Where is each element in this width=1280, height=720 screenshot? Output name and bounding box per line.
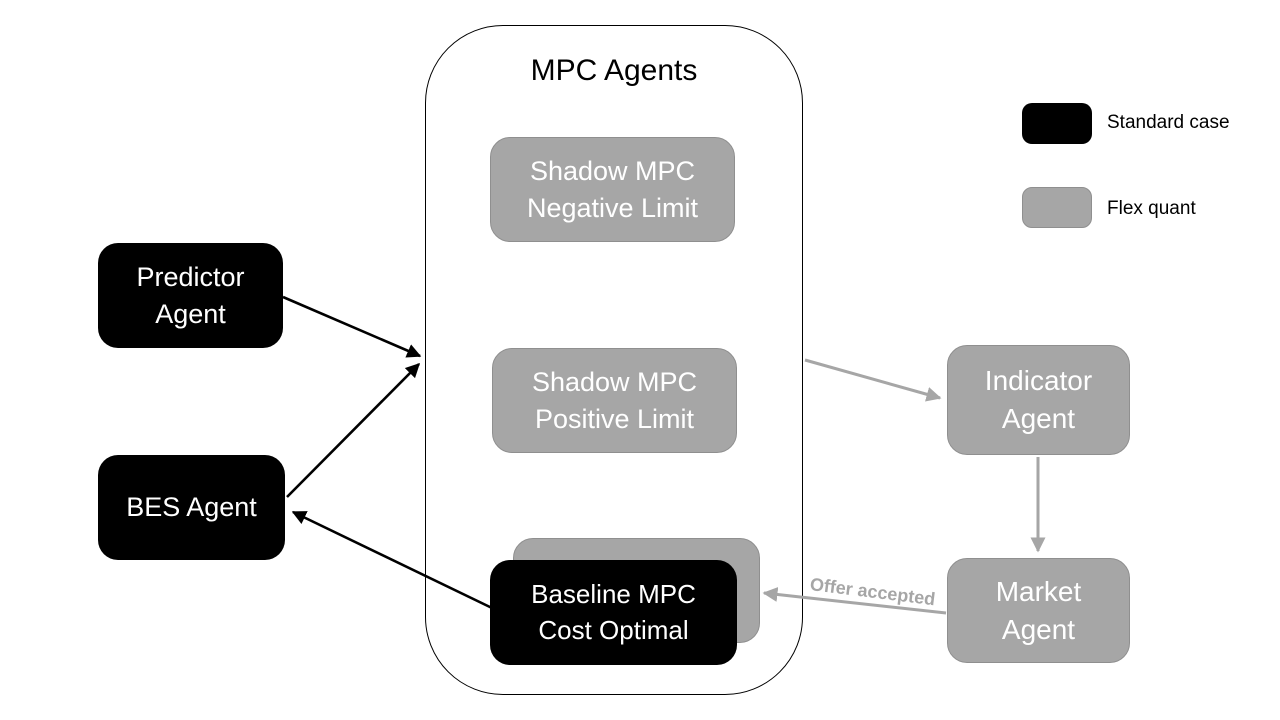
node-bes-agent: BES Agent — [98, 455, 285, 560]
arrow-mpc-to-indicator — [804, 358, 942, 402]
mpc-agents-group-outline — [425, 25, 803, 695]
legend-label-standard-case: Standard case — [1107, 112, 1230, 133]
node-predictor-agent: Predictor Agent — [98, 243, 283, 348]
legend-swatch-standard-case — [1022, 103, 1092, 144]
node-shadow-mpc-positive-limit: Shadow MPC Positive Limit — [492, 348, 737, 453]
node-market-agent: Market Agent — [947, 558, 1130, 663]
node-indicator-agent: Indicator Agent — [947, 345, 1130, 455]
arrow-bes-to-mpc — [286, 362, 421, 498]
legend-swatch-flex-quant — [1022, 187, 1092, 228]
node-shadow-mpc-negative-limit: Shadow MPC Negative Limit — [490, 137, 735, 242]
edge-label-offer-accepted: Offer accepted — [808, 574, 937, 610]
arrow-predictor-to-mpc — [282, 295, 422, 358]
legend-label-flex-quant: Flex quant — [1107, 198, 1196, 219]
mpc-agents-group-title: MPC Agents — [530, 54, 698, 87]
node-baseline-mpc-cost-optimal: Baseline MPC Cost Optimal — [490, 560, 737, 665]
